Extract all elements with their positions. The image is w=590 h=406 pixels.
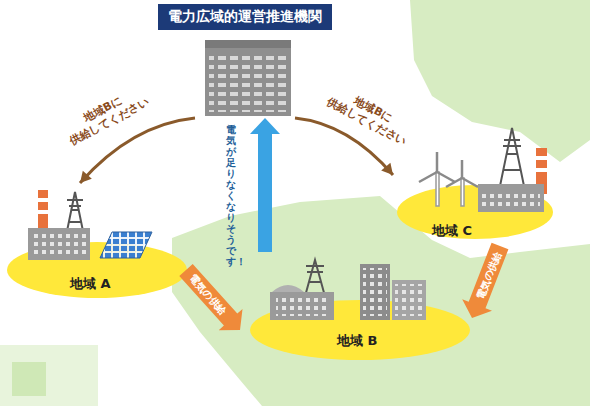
region-node: 地域 B [240, 252, 472, 364]
supply-arrow [179, 264, 242, 330]
region-node: 地域 A [10, 183, 186, 301]
connector [462, 243, 508, 318]
arrow-head [80, 171, 92, 183]
organization-node: 電力広域的運営推進機関 [140, 4, 350, 118]
connector [179, 264, 242, 330]
region-c-plant [419, 128, 547, 212]
region-b-plant [270, 260, 426, 320]
region-name: 地域 C [432, 222, 472, 240]
region-name: 地域 A [70, 275, 111, 293]
regions [7, 185, 553, 360]
arrow-head [381, 163, 393, 175]
headquarters-building [205, 40, 291, 116]
alert-arrow [250, 118, 280, 252]
request-label: 地域Bに 供給してください [325, 83, 416, 149]
region-node: 地域 C [393, 118, 558, 246]
connector [250, 118, 280, 252]
organization-title: 電力広域的運営推進機関 [158, 4, 332, 30]
region-a-plant [28, 190, 152, 260]
supply-arrow [462, 243, 508, 318]
region-name: 地域 B [337, 332, 377, 350]
alert-label: 電気が足りなく なりそうです！ [226, 124, 236, 267]
request-label: 地域Bに 供給してください [61, 83, 152, 149]
